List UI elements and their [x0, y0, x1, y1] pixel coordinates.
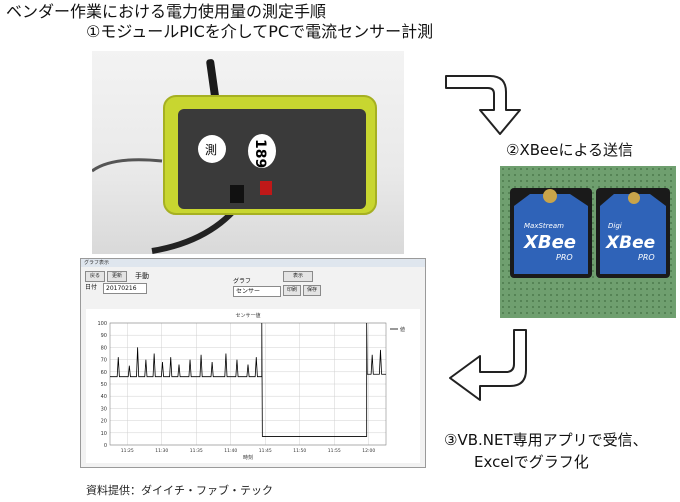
x-tick-label: 12:00 [362, 448, 375, 454]
y-tick-label: 80 [101, 345, 107, 351]
y-tick-label: 90 [101, 333, 107, 339]
mode-label: 手動 [135, 272, 149, 280]
x-tick-label: 11:35 [190, 448, 203, 454]
xbee-photo: MaxStream XBee PRO Digi XBee PRO [500, 166, 676, 318]
date-field[interactable]: 20170216 [103, 283, 147, 294]
device-photo: 測 189 [92, 51, 404, 254]
x-tick-label: 11:40 [224, 448, 237, 454]
save-button[interactable]: 保存 [303, 285, 321, 296]
print-button[interactable]: 印刷 [283, 285, 301, 296]
back-button[interactable]: 戻る [85, 271, 105, 282]
legend-label: 値 [400, 326, 405, 333]
app-window: グラフ表示 戻る 更新 手動 日付 20170216 グラフ センサー 表示 印… [80, 258, 426, 468]
x-tick-label: 11:25 [121, 448, 134, 454]
y-tick-label: 40 [101, 394, 107, 400]
y-tick-label: 10 [101, 431, 107, 437]
module2-name: XBee [605, 233, 655, 253]
chart-title: センサー値 [235, 312, 260, 319]
sticker-2: 189 [252, 139, 268, 168]
x-axis-label: 時刻 [243, 454, 253, 461]
xbee-illustration: MaxStream XBee PRO Digi XBee PRO [500, 166, 676, 318]
y-tick-label: 70 [101, 358, 107, 364]
y-tick-label: 60 [101, 370, 107, 376]
sticker-1: 測 [205, 143, 217, 157]
module2-tier: PRO [638, 253, 655, 262]
y-tick-label: 30 [101, 406, 107, 412]
y-tick-label: 100 [97, 321, 107, 327]
arrow-step1-to-step2 [445, 75, 521, 135]
y-tick-label: 50 [101, 382, 107, 388]
step3-caption-line2: Excelでグラフ化 [474, 453, 589, 471]
page-title: ベンダー作業における電力使用量の測定手順 [6, 2, 327, 21]
device-illustration: 測 189 [92, 59, 377, 254]
y-tick-label: 20 [101, 419, 107, 425]
app-window-title: グラフ表示 [81, 259, 425, 267]
graph-select-label: グラフ [233, 278, 252, 285]
graph-select[interactable]: センサー [233, 286, 281, 297]
refresh-button[interactable]: 更新 [107, 271, 127, 282]
line-chart: センサー値 0 10 20 30 40 50 60 70 80 90 100 11:25 11:30 11:… [97, 312, 405, 461]
x-tick-label: 11:50 [293, 448, 306, 454]
show-button[interactable]: 表示 [283, 271, 313, 282]
plot-area: センサー値 0 10 20 30 40 50 60 70 80 90 100 11:25 11:30 11:… [86, 309, 420, 463]
step3-caption-line1: ③VB.NET専用アプリで受信、 [444, 431, 648, 449]
plot-frame [109, 322, 387, 446]
date-label: 日付 [85, 284, 98, 291]
series-line [110, 322, 386, 437]
module2-brand: Digi [608, 222, 622, 230]
arrow-step2-to-step3 [449, 329, 527, 401]
module1-name: XBee [523, 232, 576, 253]
step2-caption: ②XBeeによる送信 [506, 141, 634, 159]
module1-tier: PRO [556, 253, 573, 262]
x-tick-label: 11:45 [259, 448, 272, 454]
step1-caption: ①モジュールPICを介してPCで電流センサー計測 [86, 22, 434, 41]
module1-brand: MaxStream [524, 222, 564, 230]
y-tick-label: 0 [104, 443, 107, 449]
x-tick-label: 11:55 [328, 448, 341, 454]
x-tick-label: 11:30 [155, 448, 168, 454]
credit-text: 資料提供：ダイイチ・ファブ・テック [86, 484, 273, 497]
